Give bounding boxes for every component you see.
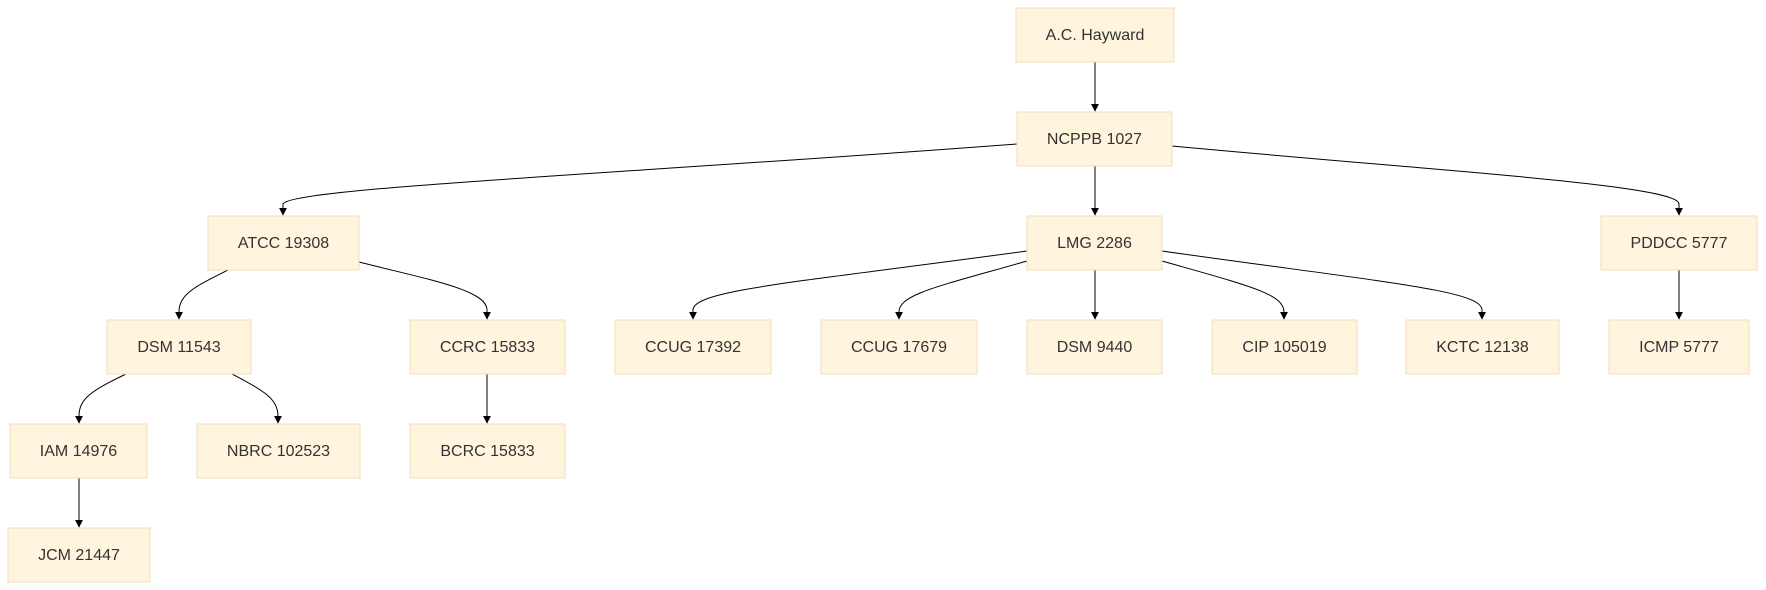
node-bcrc15833: BCRC 15833: [409, 423, 566, 479]
node-nbrc102523: NBRC 102523: [196, 423, 361, 479]
node-box: [1405, 319, 1560, 375]
node-box: [820, 319, 978, 375]
node-dsm11543: DSM 11543: [106, 319, 252, 375]
node-label: CCRC 15833: [440, 339, 535, 356]
node-kctc12138: KCTC 12138: [1405, 319, 1560, 375]
node-iam14976: IAM 14976: [9, 423, 148, 479]
node-label: PDDCC 5777: [1631, 235, 1728, 252]
node-box: [409, 319, 566, 375]
edge-lmg2286-to-cip105019: [1161, 260, 1288, 320]
node-box: [9, 423, 148, 479]
edge-lmg2286-to-ccug17392: [689, 250, 1028, 320]
node-box: [614, 319, 772, 375]
node-box: [1608, 319, 1750, 375]
node-box: [207, 215, 360, 271]
node-pddcc5777: PDDCC 5777: [1600, 215, 1758, 271]
node-ccug17679: CCUG 17679: [820, 319, 978, 375]
node-label: ICMP 5777: [1639, 339, 1719, 356]
node-box: [1026, 215, 1163, 271]
node-label: ATCC 19308: [238, 235, 329, 252]
node-lmg2286: LMG 2286: [1026, 215, 1163, 271]
node-label: CCUG 17679: [851, 339, 947, 356]
node-label: JCM 21447: [38, 547, 120, 564]
edge-lmg2286-to-kctc12138: [1161, 250, 1486, 320]
edge-dsm11543-to-iam14976: [75, 373, 127, 424]
edge-ncppb1027-to-pddcc5777: [1171, 145, 1683, 216]
node-cip105019: CIP 105019: [1211, 319, 1358, 375]
edges-layer: [75, 62, 1683, 528]
node-box: [7, 527, 151, 583]
node-label: KCTC 12138: [1436, 339, 1529, 356]
edge-atcc19308-to-ccrc15833: [358, 261, 491, 320]
node-label: DSM 11543: [137, 339, 220, 356]
node-label: NBRC 102523: [227, 443, 330, 460]
node-label: NCPPB 1027: [1047, 131, 1142, 148]
node-box: [1016, 111, 1173, 167]
node-label: A.C. Hayward: [1046, 27, 1145, 44]
node-box: [409, 423, 566, 479]
node-dsm9440: DSM 9440: [1026, 319, 1163, 375]
node-atcc19308: ATCC 19308: [207, 215, 360, 271]
node-box: [1600, 215, 1758, 271]
edge-lmg2286-to-ccug17679: [895, 260, 1028, 320]
node-ncppb1027: NCPPB 1027: [1016, 111, 1173, 167]
edge-ncppb1027-to-atcc19308: [279, 143, 1018, 216]
node-ccrc15833: CCRC 15833: [409, 319, 566, 375]
node-jcm21447: JCM 21447: [7, 527, 151, 583]
node-ccug17392: CCUG 17392: [614, 319, 772, 375]
node-label: CCUG 17392: [645, 339, 741, 356]
node-label: DSM 9440: [1057, 339, 1133, 356]
node-box: [1211, 319, 1358, 375]
node-box: [1026, 319, 1163, 375]
node-icmp5777: ICMP 5777: [1608, 319, 1750, 375]
edge-atcc19308-to-dsm11543: [175, 269, 229, 320]
node-label: BCRC 15833: [440, 443, 534, 460]
node-hayward: A.C. Hayward: [1015, 7, 1175, 63]
node-box: [196, 423, 361, 479]
edge-dsm11543-to-nbrc102523: [231, 373, 282, 424]
node-label: CIP 105019: [1242, 339, 1326, 356]
node-label: LMG 2286: [1057, 235, 1132, 252]
node-label: IAM 14976: [40, 443, 117, 460]
node-box: [1015, 7, 1175, 63]
node-box: [106, 319, 252, 375]
